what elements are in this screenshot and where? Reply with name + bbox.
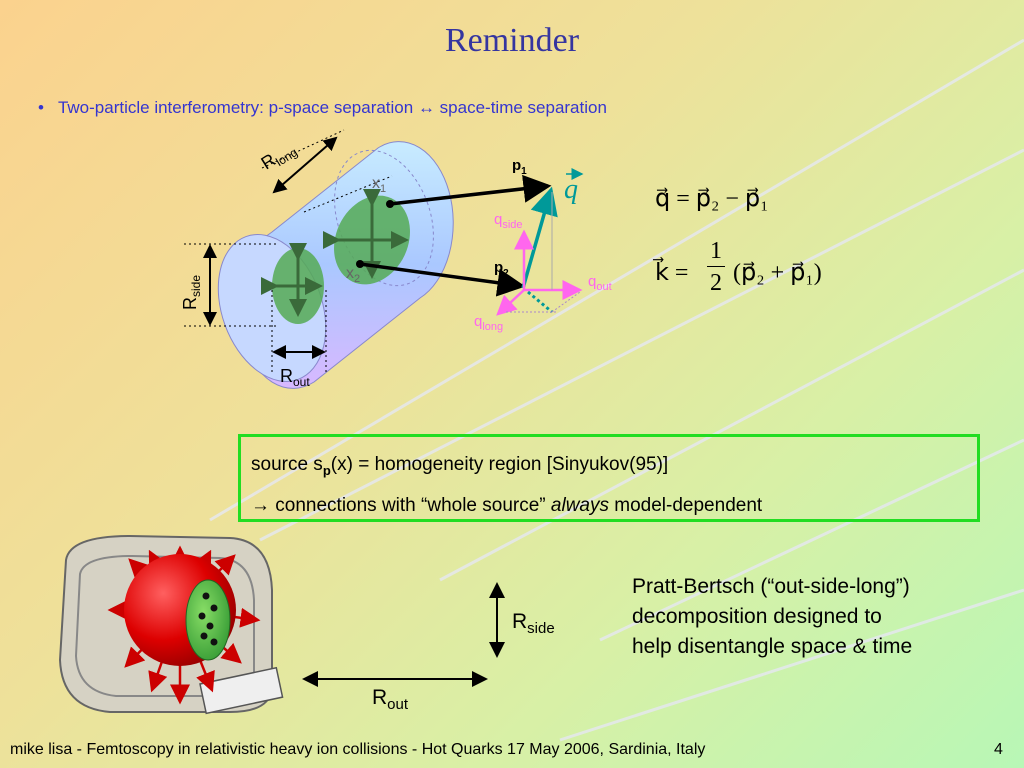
x1-label: x1 <box>372 175 386 195</box>
r-out-dimension <box>271 290 327 372</box>
bottom-r-side-label: Rside <box>512 610 555 638</box>
k-fraction-denominator: 2 <box>710 270 722 296</box>
k-equation-lhs: k⃗ = <box>655 260 689 286</box>
r-long-label: Rlong <box>258 138 300 176</box>
pratt-line1: Pratt-Bertsch (“out-side-long”) <box>632 575 910 598</box>
k-fraction-bar <box>707 266 725 267</box>
bullet-text: Two-particle interferometry: p-space sep… <box>57 98 607 117</box>
homogeneity-note-box: source sp(x) = homogeneity region [Sinyu… <box>238 434 980 522</box>
homogeneity-note-line2: → connections with “whole source” always… <box>251 494 763 516</box>
r-out-label: Rout <box>280 366 310 389</box>
q-vector-arrow <box>521 186 558 289</box>
footer-text: mike lisa - Femtoscopy in relativistic h… <box>10 741 706 758</box>
bullet-marker: • <box>38 98 44 117</box>
bottom-r-out-label: Rout <box>372 686 409 714</box>
k-fraction-numerator: 1 <box>710 238 722 264</box>
particle-dots <box>198 592 218 646</box>
tape-measure-illustration <box>58 534 284 715</box>
k-equation-fraction: 1 2 <box>705 236 727 299</box>
source-cylinder <box>217 141 454 389</box>
q-equation: q⃗ = p⃗₂ − p⃗₁ <box>655 186 769 212</box>
bullet-item: • Two-particle interferometry: p-space se… <box>38 98 607 118</box>
pratt-line2: decomposition designed to <box>632 605 882 628</box>
p1-label: p1 <box>512 157 527 177</box>
q-components <box>496 192 583 316</box>
pratt-line3: help disentangle space & time <box>632 635 913 658</box>
momentum-p2-arrow <box>359 262 526 297</box>
page-number: 4 <box>994 741 1003 758</box>
p2-label: p2 <box>494 259 509 279</box>
k-equation-rhs: (p⃗₂ + p⃗₁) <box>733 260 822 286</box>
homogeneity-note-line1: source sp(x) = homogeneity region [Sinyu… <box>251 454 669 478</box>
r-long-dimension <box>261 129 393 213</box>
q-long-label: qlong <box>474 313 503 333</box>
r-side-dimension <box>184 243 276 327</box>
bottom-dimension-arrows <box>302 582 505 687</box>
r-side-label: Rside <box>180 275 203 310</box>
homogeneity-region-near <box>261 243 324 324</box>
q-vector-label: q <box>564 168 584 205</box>
homogeneity-region-sphere <box>185 579 231 661</box>
x2-label: x2 <box>346 265 360 285</box>
q-side-label: qside <box>494 211 523 231</box>
pratt-bertsch-text: Pratt-Bertsch (“out-side-long”) decompos… <box>632 572 912 662</box>
slide-title: Reminder <box>444 22 580 59</box>
momentum-p1-arrow <box>389 174 552 206</box>
q-out-label: qout <box>588 273 612 293</box>
source-diagram: Rlong Rside Rout x1 x2 p1 p2 q qside qou… <box>180 129 612 389</box>
svg-text:q: q <box>564 174 578 205</box>
